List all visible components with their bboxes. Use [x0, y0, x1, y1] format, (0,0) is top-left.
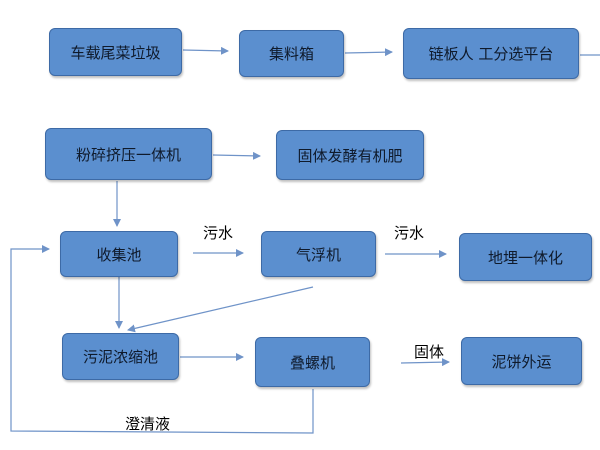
arrow-screw-to-cake [400, 358, 450, 367]
arrow-flotation-to-thickener [127, 286, 314, 333]
node-truck-waste: 车载尾菜垃圾 [49, 28, 182, 76]
node-screw-press: 叠螺机 [255, 337, 370, 387]
arrow-crush-to-fertilizer [212, 151, 261, 160]
node-buried-unit: 地埋一体化 [459, 233, 592, 281]
label-clarified-liquid: 澄清液 [125, 415, 171, 433]
node-collection-box: 集料箱 [239, 30, 344, 77]
node-crush-press: 粉碎挤压一体机 [45, 128, 212, 180]
label-solids: 固体 [414, 343, 445, 361]
node-air-flotation: 气浮机 [261, 231, 376, 277]
label-wastewater-2: 污水 [394, 224, 425, 242]
node-sludge-thickener: 污泥浓缩池 [62, 333, 179, 380]
node-sorting-platform: 链板人 工分选平台 [403, 28, 579, 79]
arrow-box-to-platform [344, 48, 393, 57]
return-loop-clarified [10, 245, 314, 434]
node-collection-tank: 收集池 [60, 231, 178, 277]
arrow-truck-to-box [182, 46, 229, 55]
node-organic-fertilizer: 固体发酵有机肥 [276, 130, 424, 180]
node-mud-cake: 泥饼外运 [461, 337, 582, 385]
label-wastewater-1: 污水 [203, 224, 234, 242]
